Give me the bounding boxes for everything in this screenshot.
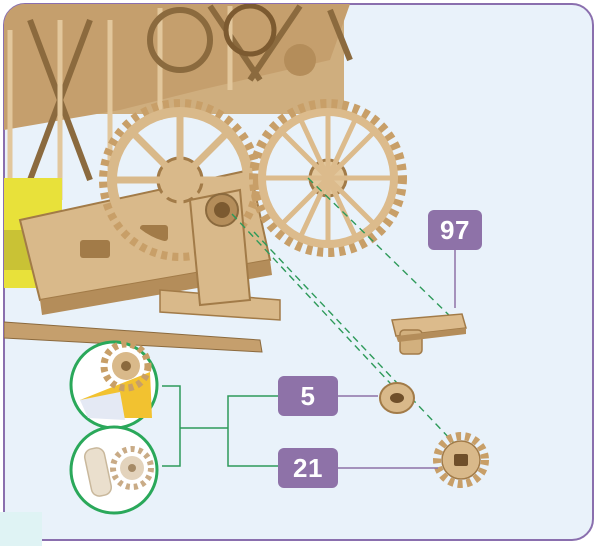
part-number-badge-21: 21 [278, 448, 338, 488]
callout-circle-icon [71, 427, 157, 513]
peg-icon [392, 314, 466, 354]
part-number-badge-97: 97 [428, 210, 482, 250]
axle-support [190, 190, 250, 305]
large-gear-right [254, 104, 402, 252]
washer-icon [380, 383, 414, 413]
reference-bracket [162, 386, 278, 466]
leader-lines [338, 250, 455, 468]
callout-circle-icon [71, 342, 157, 428]
small-gear-icon [437, 436, 485, 484]
part-number-badge-5: 5 [278, 376, 338, 416]
